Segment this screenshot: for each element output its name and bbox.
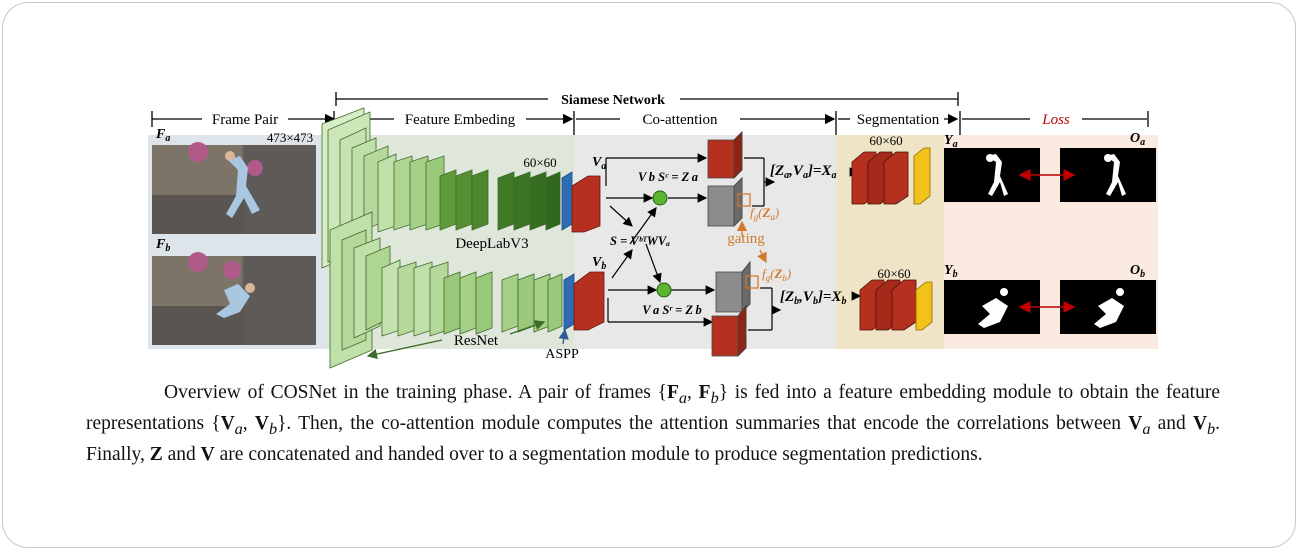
- mask-ob: [1060, 280, 1156, 334]
- section-headers: Frame Pair Feature Embeding Co-attention…: [151, 111, 1149, 135]
- deeplab-label: DeepLabV3: [455, 236, 528, 252]
- figure-caption: Overview of COSNet in the training phase…: [86, 382, 1221, 465]
- ob-label: Ob: [1130, 263, 1145, 280]
- siamese-header: Siamese Network: [335, 92, 959, 108]
- gate-node-top: [652, 190, 668, 206]
- equation-affinity: S = VᵇᵀWVₐ: [610, 234, 670, 248]
- segmentation-blocks: [851, 147, 933, 331]
- frame-a-label: Fa: [155, 127, 170, 144]
- cosnet-figure: Siamese Network Frame Pair Feature Embed…: [148, 92, 1158, 369]
- va-label: Va: [592, 155, 606, 172]
- yb-label: Yb: [944, 263, 958, 280]
- coattention-flow: [605, 153, 716, 327]
- equation-top: V b Sᶜ = Z a: [638, 170, 698, 184]
- coattention-blocks: [707, 131, 751, 357]
- section-frame-pair: Frame Pair: [212, 112, 278, 128]
- ya-label: Ya: [944, 133, 958, 150]
- equation-bottom: V a Sʳ = Z b: [642, 303, 702, 317]
- section-co-attention: Co-attention: [643, 112, 718, 128]
- resolution-input: 473×473: [267, 130, 313, 145]
- section-segmentation: Segmentation: [857, 112, 940, 128]
- oa-label: Oa: [1130, 131, 1145, 148]
- resolution-feature: 60×60: [523, 155, 556, 170]
- aspp-label: ASPP: [545, 347, 579, 362]
- siamese-network-label: Siamese Network: [561, 93, 665, 108]
- coattention-bg: [574, 135, 836, 349]
- section-feature-embedding: Feature Embeding: [405, 112, 516, 128]
- gating-boxes: [736, 193, 767, 289]
- vb-label: Vb: [592, 255, 606, 272]
- mask-oa: [1060, 148, 1156, 202]
- resnet-label: ResNet: [454, 333, 499, 349]
- frame-b-image: [152, 252, 316, 345]
- fg-za-label: fg(Za): [750, 205, 779, 222]
- resolution-seg-bottom: 60×60: [877, 266, 910, 281]
- gating-label: gating: [727, 231, 765, 247]
- backbone-top: [321, 107, 601, 269]
- frame-b-label: Fb: [155, 237, 170, 254]
- section-loss: Loss: [1041, 112, 1070, 128]
- frame-a-image: [152, 142, 316, 234]
- gate-node-bottom: [656, 282, 672, 298]
- resolution-seg-top: 60×60: [869, 133, 902, 148]
